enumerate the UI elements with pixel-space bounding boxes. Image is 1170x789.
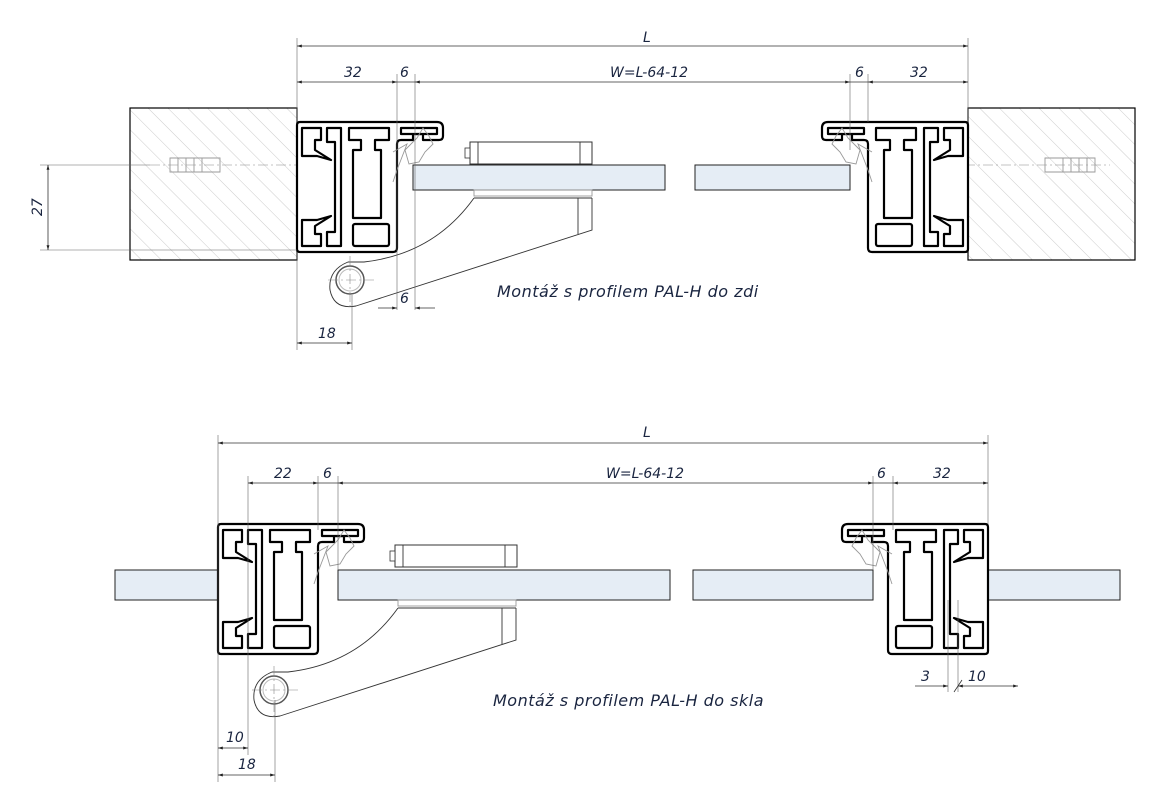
dim-10-right: 10 xyxy=(968,669,986,685)
dim-width: W=L-64-12 xyxy=(606,466,684,482)
dim-6-bottom: 6 xyxy=(400,291,409,307)
dim-L: L xyxy=(643,425,651,441)
dim-32-right: 32 xyxy=(933,466,951,482)
dimensions-top: L 32 6 W=L-64-12 6 32 27 6 18 xyxy=(30,30,969,350)
hinge-block xyxy=(389,544,518,568)
glass-door-right xyxy=(692,569,874,601)
dim-18-left: 18 xyxy=(238,757,256,773)
caption-glass-mount: Montáž s profilem PAL-H do skla xyxy=(493,691,764,710)
left-wall xyxy=(129,107,298,261)
right-wall-anchor xyxy=(965,157,1110,173)
dim-32-right: 32 xyxy=(910,65,928,81)
dim-3-right: 3 xyxy=(921,669,930,685)
dimensions-bottom: L 22 6 W=L-64-12 6 32 10 18 3 10 xyxy=(217,425,1018,782)
glass-door-right xyxy=(694,164,851,191)
dim-width: W=L-64-12 xyxy=(610,65,688,81)
dim-18: 18 xyxy=(318,326,336,342)
dim-32-left: 32 xyxy=(344,65,362,81)
left-wall-anchor xyxy=(150,157,300,173)
dim-10-left: 10 xyxy=(226,730,244,746)
dim-27: 27 xyxy=(30,198,46,216)
hinge-block xyxy=(464,141,593,165)
dim-6-right: 6 xyxy=(855,65,864,81)
glass-door-left xyxy=(412,164,666,191)
dim-6-left: 6 xyxy=(323,466,332,482)
right-wall xyxy=(967,107,1136,261)
dim-6-right: 6 xyxy=(877,466,886,482)
dim-22-left: 22 xyxy=(274,466,292,482)
glass-door-left xyxy=(337,569,671,601)
glass-mount-drawing: L 22 6 W=L-64-12 6 32 10 18 3 10 Montáž … xyxy=(114,425,1121,782)
caption-wall-mount: Montáž s profilem PAL-H do zdi xyxy=(497,282,759,301)
dim-6-left: 6 xyxy=(400,65,409,81)
dim-L: L xyxy=(643,30,651,46)
wall-mount-drawing: L 32 6 W=L-64-12 6 32 27 6 18 Montáž s p… xyxy=(30,30,1136,350)
